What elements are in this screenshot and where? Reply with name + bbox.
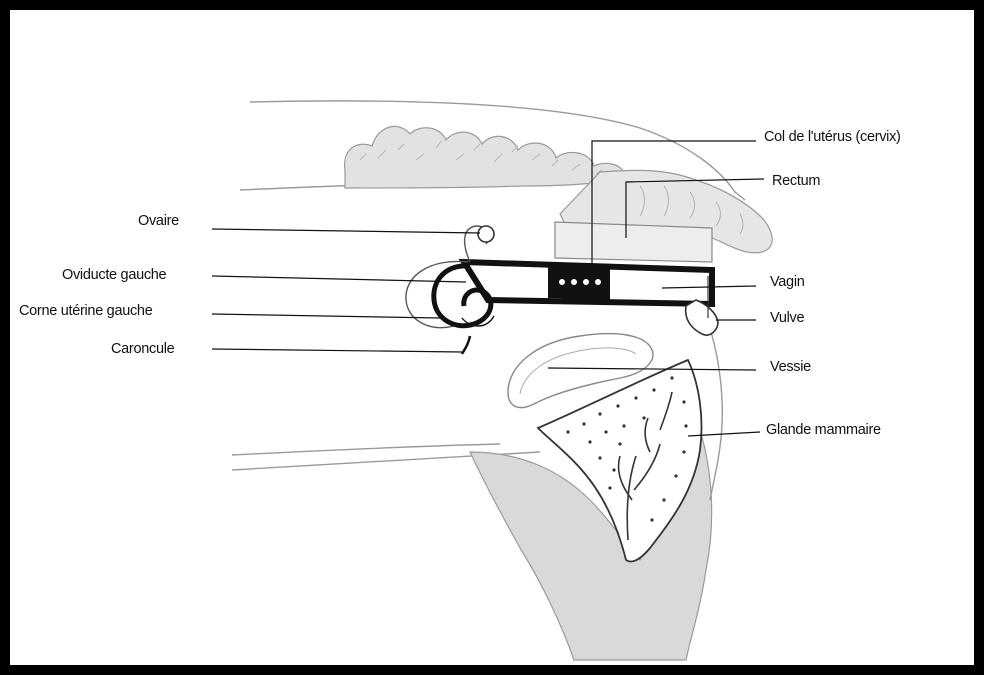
label-glande-mammaire: Glande mammaire xyxy=(766,422,881,438)
label-caroncule: Caroncule xyxy=(111,341,175,357)
label-corne-uterine-gauche: Corne utérine gauche xyxy=(19,303,153,319)
leader-corne xyxy=(212,314,440,318)
label-rectum: Rectum xyxy=(772,173,820,189)
ovary xyxy=(478,226,494,242)
label-vulve: Vulve xyxy=(770,310,804,326)
leader-ovaire xyxy=(212,229,480,233)
leader-caroncule xyxy=(212,349,462,352)
anatomy-drawing xyxy=(232,101,772,660)
vertebrae xyxy=(345,126,626,188)
label-col-uterus: Col de l'utérus (cervix) xyxy=(764,129,901,145)
rectum-tube xyxy=(555,222,712,262)
leader-oviducte xyxy=(212,276,466,282)
label-vessie: Vessie xyxy=(770,359,811,375)
label-oviducte-gauche: Oviducte gauche xyxy=(62,267,167,283)
label-vagin: Vagin xyxy=(770,274,805,290)
caroncule-mark xyxy=(462,336,470,354)
label-ovaire: Ovaire xyxy=(138,213,179,229)
belly-outline-2 xyxy=(232,444,500,455)
